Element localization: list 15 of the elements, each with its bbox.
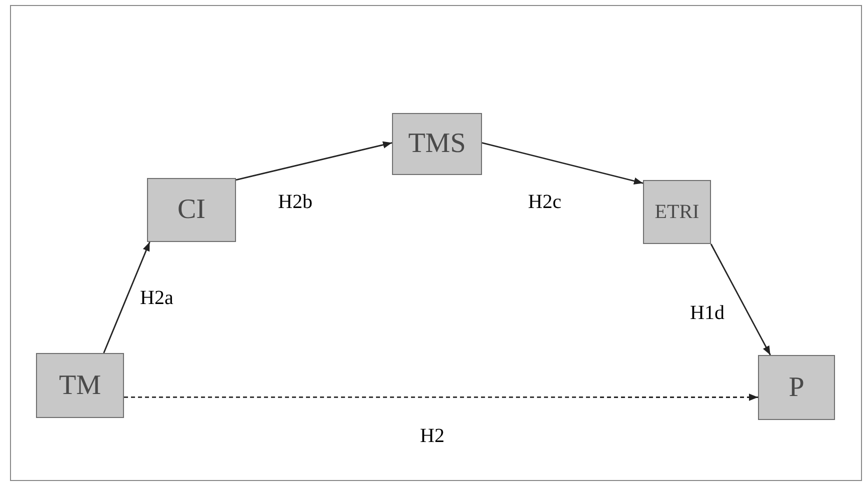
edge-label: H2b	[278, 192, 312, 212]
process-box: CI	[147, 178, 236, 242]
arrow	[710, 244, 771, 356]
edge-label: H2a	[140, 288, 174, 308]
edge-label: H2	[420, 426, 444, 446]
edge-label: H2c	[528, 192, 562, 212]
edge-label: H1d	[690, 303, 724, 323]
arrow	[124, 394, 758, 401]
process-box: TM	[36, 353, 124, 418]
process-box: P	[758, 355, 835, 420]
arrow	[103, 242, 150, 354]
process-box: TMS	[392, 113, 482, 175]
arrow	[236, 141, 392, 181]
arrow	[482, 142, 644, 184]
process-box: ETRI	[643, 180, 711, 244]
